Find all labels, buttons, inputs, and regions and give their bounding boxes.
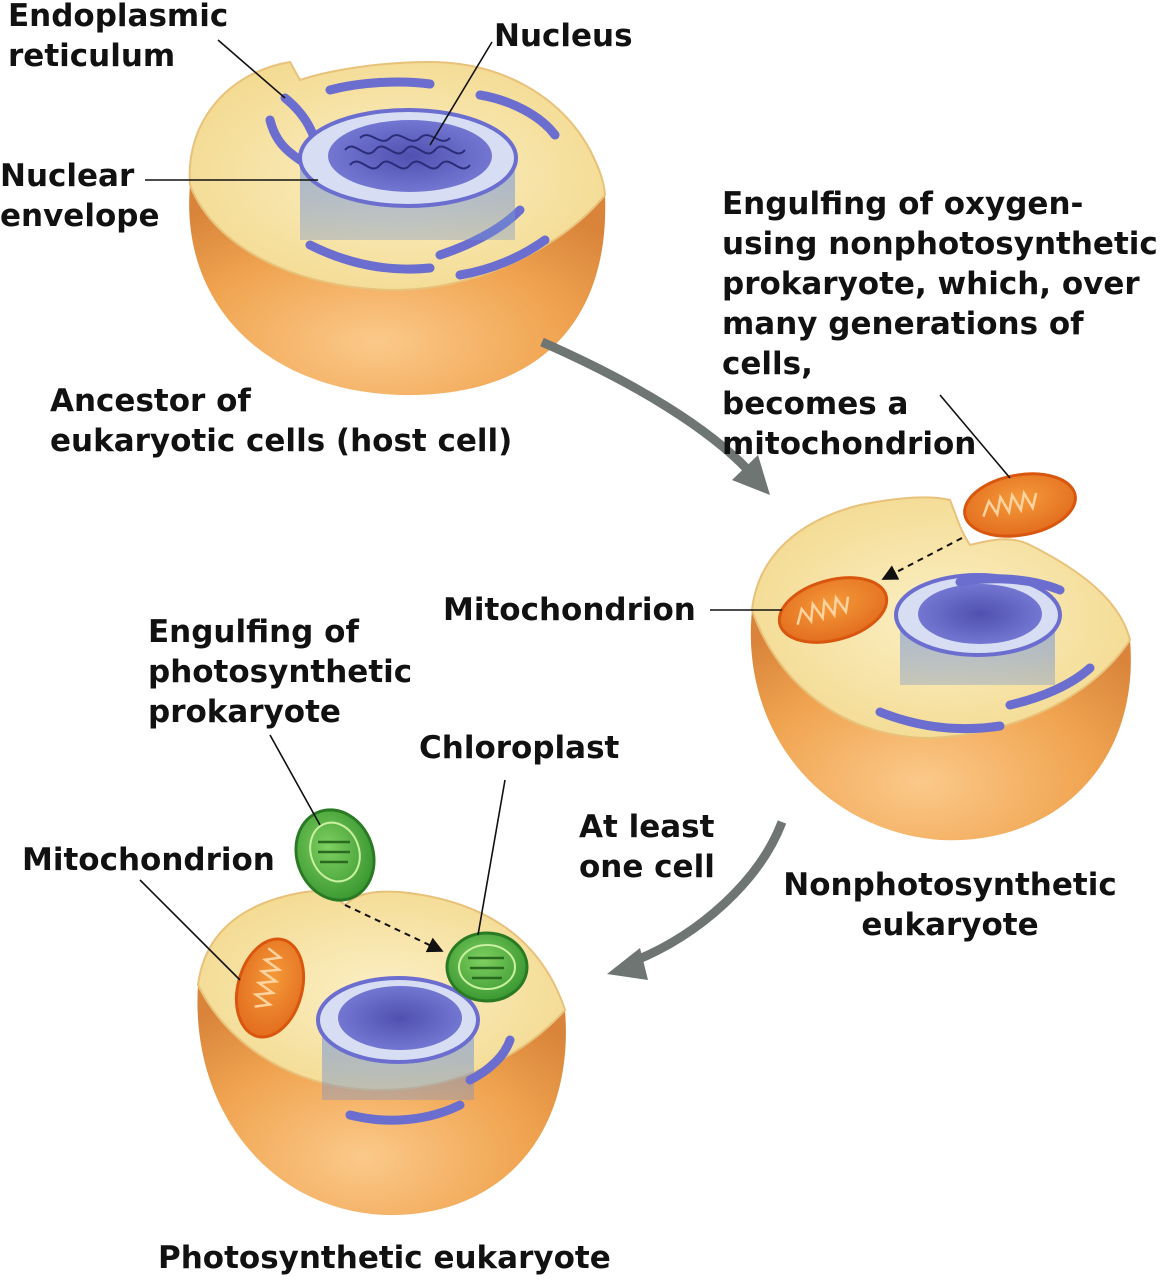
label-photosynthetic-eukaryote: Photosynthetic eukaryote — [158, 1238, 611, 1278]
photosynthetic-cell — [197, 891, 565, 1215]
leader-chloroplast — [478, 780, 505, 935]
arrow-host-to-nonphoto — [542, 342, 748, 470]
label-mitochondrion-middle: Mitochondrion — [443, 590, 696, 630]
label-engulfing-oxygen: Engulfing of oxygen- using nonphotosynth… — [722, 184, 1171, 464]
label-at-least-one-cell: At least one cell — [579, 807, 715, 887]
label-nonphotosynthetic-eukaryote: Nonphotosynthetic eukaryote — [780, 865, 1120, 945]
leader-engulfing-photosynthetic — [270, 735, 320, 825]
label-endoplasmic-reticulum: Endoplasmic reticulum — [8, 0, 228, 76]
photo-nucleus — [338, 986, 462, 1050]
label-mitochondrion-bottom: Mitochondrion — [22, 840, 275, 880]
label-ancestor: Ancestor of eukaryotic cells (host cell) — [50, 381, 512, 461]
label-engulfing-photosynthetic: Engulfing of photosynthetic prokaryote — [148, 612, 412, 732]
photo-chloroplast — [447, 933, 527, 1001]
incoming-mitochondrion — [960, 466, 1081, 545]
label-chloroplast: Chloroplast — [419, 728, 619, 768]
label-nuclear-envelope: Nuclear envelope — [0, 156, 159, 236]
arrow-nonphoto-to-photo-head — [607, 948, 648, 980]
label-nucleus: Nucleus — [494, 16, 633, 56]
host-nucleus — [328, 120, 492, 192]
nonphoto-nucleus — [918, 584, 1042, 644]
